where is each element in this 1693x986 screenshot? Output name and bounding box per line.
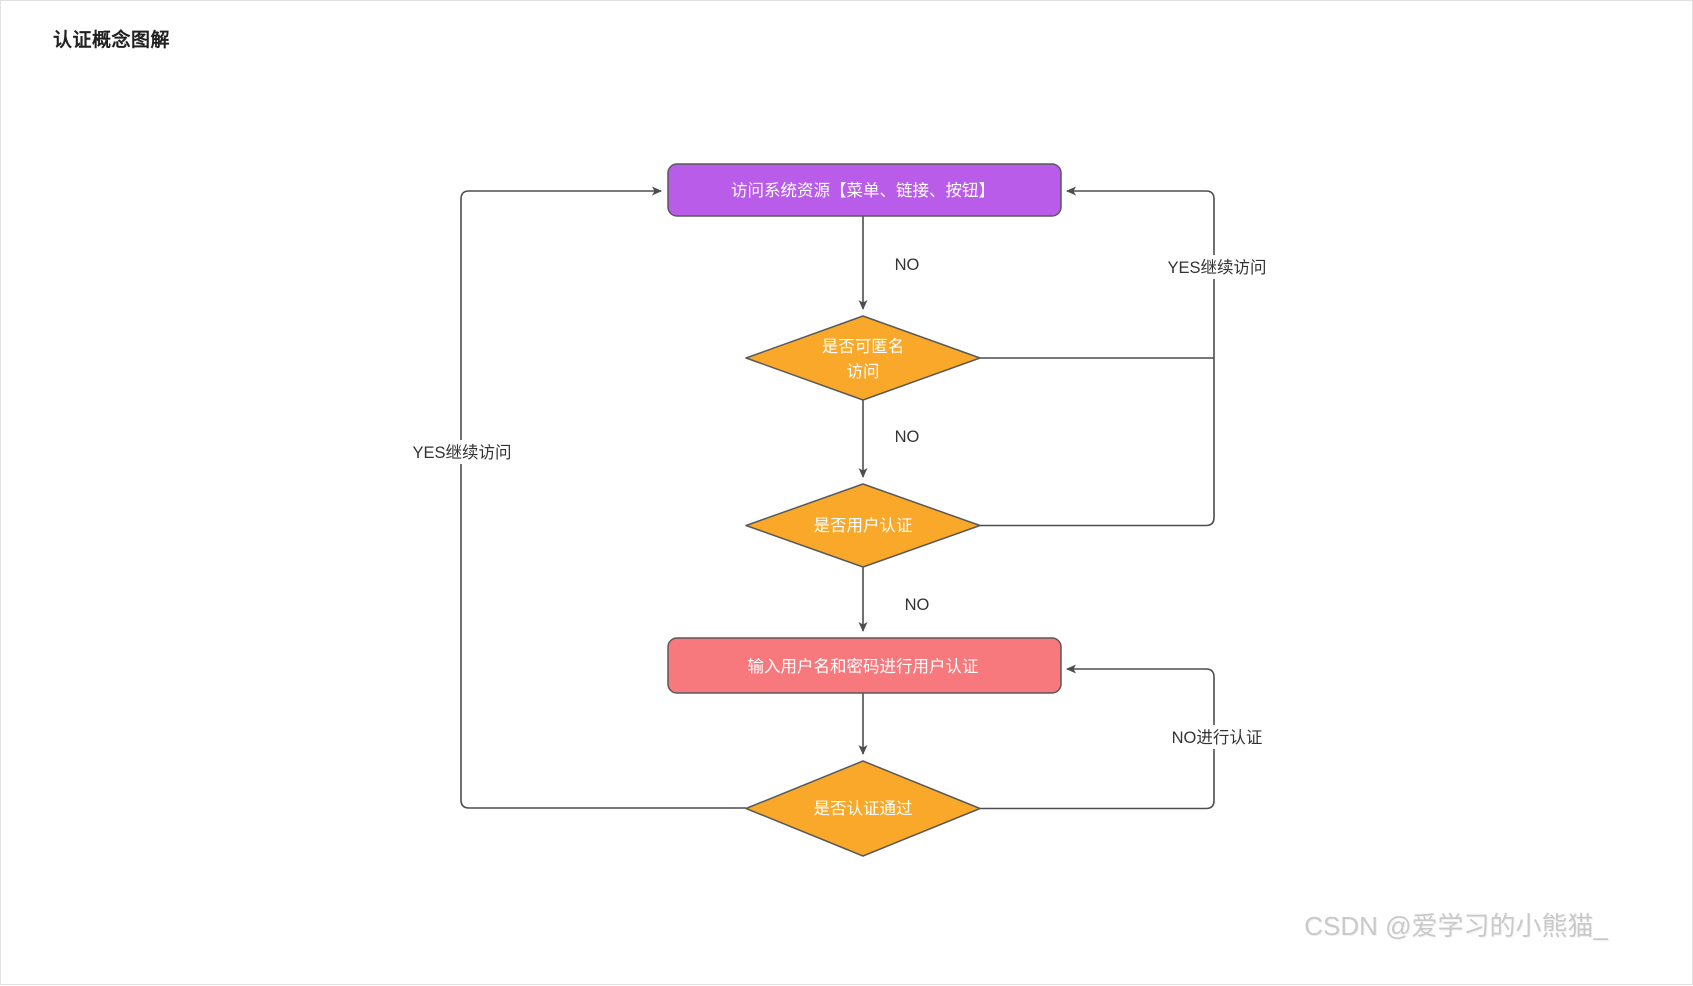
edge-authpass-yes-loop-left bbox=[460, 186, 746, 809]
edge-labels: NO NO NO YES继续访问 YES继续访问 NO进行认证 bbox=[405, 255, 1274, 749]
node-userauth-decision-label: 是否用户认证 bbox=[814, 516, 913, 535]
node-access-resource-label: 访问系统资源【菜单、链接、按钮】 bbox=[731, 181, 995, 200]
node-authpass-decision bbox=[745, 760, 981, 857]
page-title: 认证概念图解 bbox=[53, 30, 171, 51]
edge-label-yes-right-bg bbox=[1160, 255, 1274, 279]
node-anonymous-decision-label-line1: 是否可匿名 bbox=[822, 337, 905, 356]
edge-userauth-yes-loop-right bbox=[980, 186, 1215, 527]
edge-label-no-auth: NO进行认证 bbox=[1172, 728, 1263, 747]
node-login-input-label: 输入用户名和密码进行用户认证 bbox=[748, 657, 979, 676]
edge-label-no-2: NO bbox=[895, 428, 920, 446]
node-access-resource bbox=[667, 163, 1062, 217]
node-login-input bbox=[667, 637, 1062, 694]
node-userauth-decision bbox=[745, 483, 981, 568]
node-anonymous-decision-label-line2: 访问 bbox=[847, 362, 880, 381]
node-anonymous-decision bbox=[745, 315, 981, 401]
edge-label-yes-left-bg bbox=[405, 440, 519, 464]
edge-label-yes-left: YES继续访问 bbox=[412, 443, 511, 462]
watermark: CSDN @爱学习的小熊猫_ bbox=[1304, 911, 1608, 941]
node-authpass-decision-label: 是否认证通过 bbox=[814, 799, 913, 818]
edge-label-no-1: NO bbox=[895, 256, 920, 274]
edge-label-no-3: NO bbox=[905, 596, 930, 614]
edge-label-yes-right: YES继续访问 bbox=[1167, 258, 1266, 277]
nodes: 访问系统资源【菜单、链接、按钮】 是否可匿名 访问 是否用户认证 输入用户名和密… bbox=[667, 163, 1062, 857]
edge-label-no-auth-bg bbox=[1163, 725, 1271, 749]
